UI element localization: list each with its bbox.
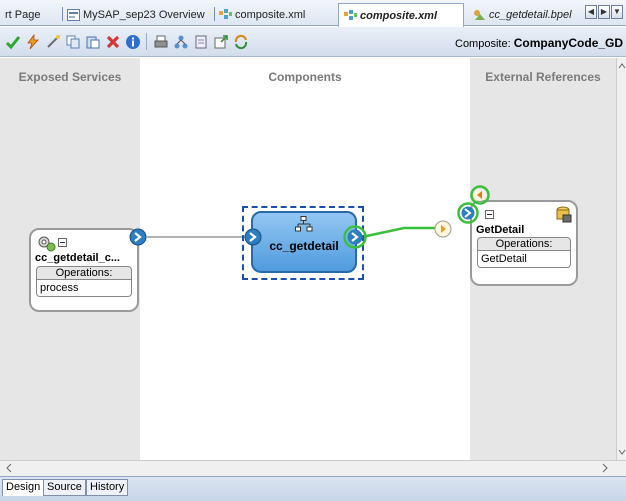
- sync-button[interactable]: [232, 33, 249, 50]
- composite-name: CompanyCode_GD: [513, 36, 624, 50]
- tab-label: composite.xml: [235, 9, 306, 21]
- component-input-port-icon[interactable]: [244, 228, 262, 246]
- validate-button[interactable]: [4, 33, 21, 50]
- lane-title-exposed-services: Exposed Services: [18, 70, 122, 84]
- horizontal-scrollbar[interactable]: [0, 460, 626, 476]
- editor-view-tabs: Design Source History: [0, 476, 626, 501]
- reference-name: GetDetail: [476, 224, 525, 236]
- scroll-up-icon[interactable]: [617, 61, 626, 71]
- bpel-icon: [473, 9, 486, 21]
- info-icon: [125, 34, 140, 49]
- tab-design[interactable]: Design: [2, 479, 45, 496]
- scroll-down-icon[interactable]: [617, 447, 626, 457]
- wire-tool-button[interactable]: [44, 33, 61, 50]
- composite-canvas[interactable]: Exposed Services Components External Ref…: [0, 58, 616, 460]
- copy-icon: [66, 35, 79, 48]
- wire-component-to-reference[interactable]: [361, 226, 438, 239]
- operation-item[interactable]: process: [36, 280, 132, 297]
- exposed-service-node[interactable]: cc_getdetail_c... Operations: process: [29, 228, 139, 312]
- document-icon: [195, 35, 206, 48]
- tab-overview[interactable]: MySAP_sep23 Overview: [62, 4, 210, 26]
- paste-button[interactable]: [84, 33, 101, 50]
- delete-button[interactable]: [104, 33, 121, 50]
- component-name: cc_getdetail: [269, 239, 339, 253]
- tab-composite-xml-active[interactable]: composite.xml: [338, 3, 464, 27]
- tab-history[interactable]: History: [86, 479, 129, 496]
- tab-composite-xml[interactable]: composite.xml: [214, 4, 332, 26]
- composite-file-icon: [219, 9, 232, 21]
- scroll-tabs-right-button[interactable]: ▶: [598, 5, 610, 19]
- tab-label: cc_getdetail.bpel: [489, 9, 572, 21]
- scroll-tabs-left-button[interactable]: ◀: [585, 5, 597, 19]
- composite-name-label: Composite: CompanyCode_GD: [455, 36, 623, 50]
- lane-title-external-references: External References: [485, 70, 601, 84]
- reference-callback-port-icon[interactable]: [470, 185, 490, 205]
- wand-icon: [46, 34, 60, 48]
- tab-source[interactable]: Source: [43, 479, 86, 496]
- component-reference-port-icon[interactable]: [343, 225, 367, 249]
- collapse-icon[interactable]: [485, 210, 495, 220]
- operation-item[interactable]: GetDetail: [477, 251, 571, 268]
- tab-separator: [62, 7, 63, 21]
- paste-icon: [86, 36, 99, 48]
- layout-button[interactable]: [172, 33, 189, 50]
- tab-label: composite.xml: [360, 9, 438, 22]
- service-name: cc_getdetail_c...: [35, 252, 120, 264]
- print-button[interactable]: [152, 33, 169, 50]
- operations-header: Operations:: [36, 266, 132, 280]
- collapse-icon[interactable]: [58, 237, 68, 248]
- tab-list-dropdown-button[interactable]: ▼: [611, 5, 623, 19]
- copy-button[interactable]: [64, 33, 81, 50]
- editor-tab-strip: rt Page MySAP_sep23 Overview composite.x…: [0, 0, 626, 27]
- export-button[interactable]: [212, 33, 229, 50]
- lightning-icon: [26, 33, 39, 49]
- reload-button[interactable]: [192, 33, 209, 50]
- operations-header: Operations:: [477, 237, 571, 251]
- deploy-button[interactable]: [24, 33, 41, 50]
- lane-title-components: Components: [268, 70, 342, 84]
- scroll-right-icon[interactable]: [600, 462, 610, 474]
- adapter-icon: [556, 206, 572, 223]
- export-icon: [214, 34, 228, 48]
- print-icon: [154, 35, 167, 47]
- reference-input-port-icon[interactable]: [457, 202, 479, 224]
- tab-label: MySAP_sep23 Overview: [83, 9, 205, 21]
- tab-separator: [214, 7, 215, 21]
- vertical-scrollbar[interactable]: [616, 58, 626, 460]
- reference-interface-port-icon[interactable]: [434, 220, 452, 238]
- tab-label: rt Page: [5, 9, 41, 21]
- composite-file-icon: [344, 9, 357, 22]
- hierarchy-icon: [295, 216, 313, 232]
- external-reference-node[interactable]: GetDetail Operations: GetDetail: [470, 200, 578, 286]
- tab-bpel[interactable]: cc_getdetail.bpel: [468, 4, 580, 26]
- scroll-left-icon[interactable]: [4, 462, 14, 474]
- checkmark-icon: [5, 35, 20, 49]
- service-port-arrow-icon[interactable]: [129, 228, 147, 246]
- layout-icon: [174, 35, 187, 48]
- overview-icon: [67, 9, 80, 21]
- sync-icon: [234, 34, 247, 49]
- component-node[interactable]: cc_getdetail: [251, 211, 357, 273]
- web-service-gears-icon: [38, 236, 56, 251]
- toolbar-separator: [146, 33, 147, 50]
- delete-x-icon: [106, 35, 119, 48]
- info-button[interactable]: [124, 33, 141, 50]
- composite-label-text: Composite:: [455, 38, 511, 50]
- tab-start-page[interactable]: rt Page: [0, 4, 62, 26]
- composite-toolbar: Composite: CompanyCode_GD: [0, 27, 626, 57]
- wires-layer: [147, 226, 438, 239]
